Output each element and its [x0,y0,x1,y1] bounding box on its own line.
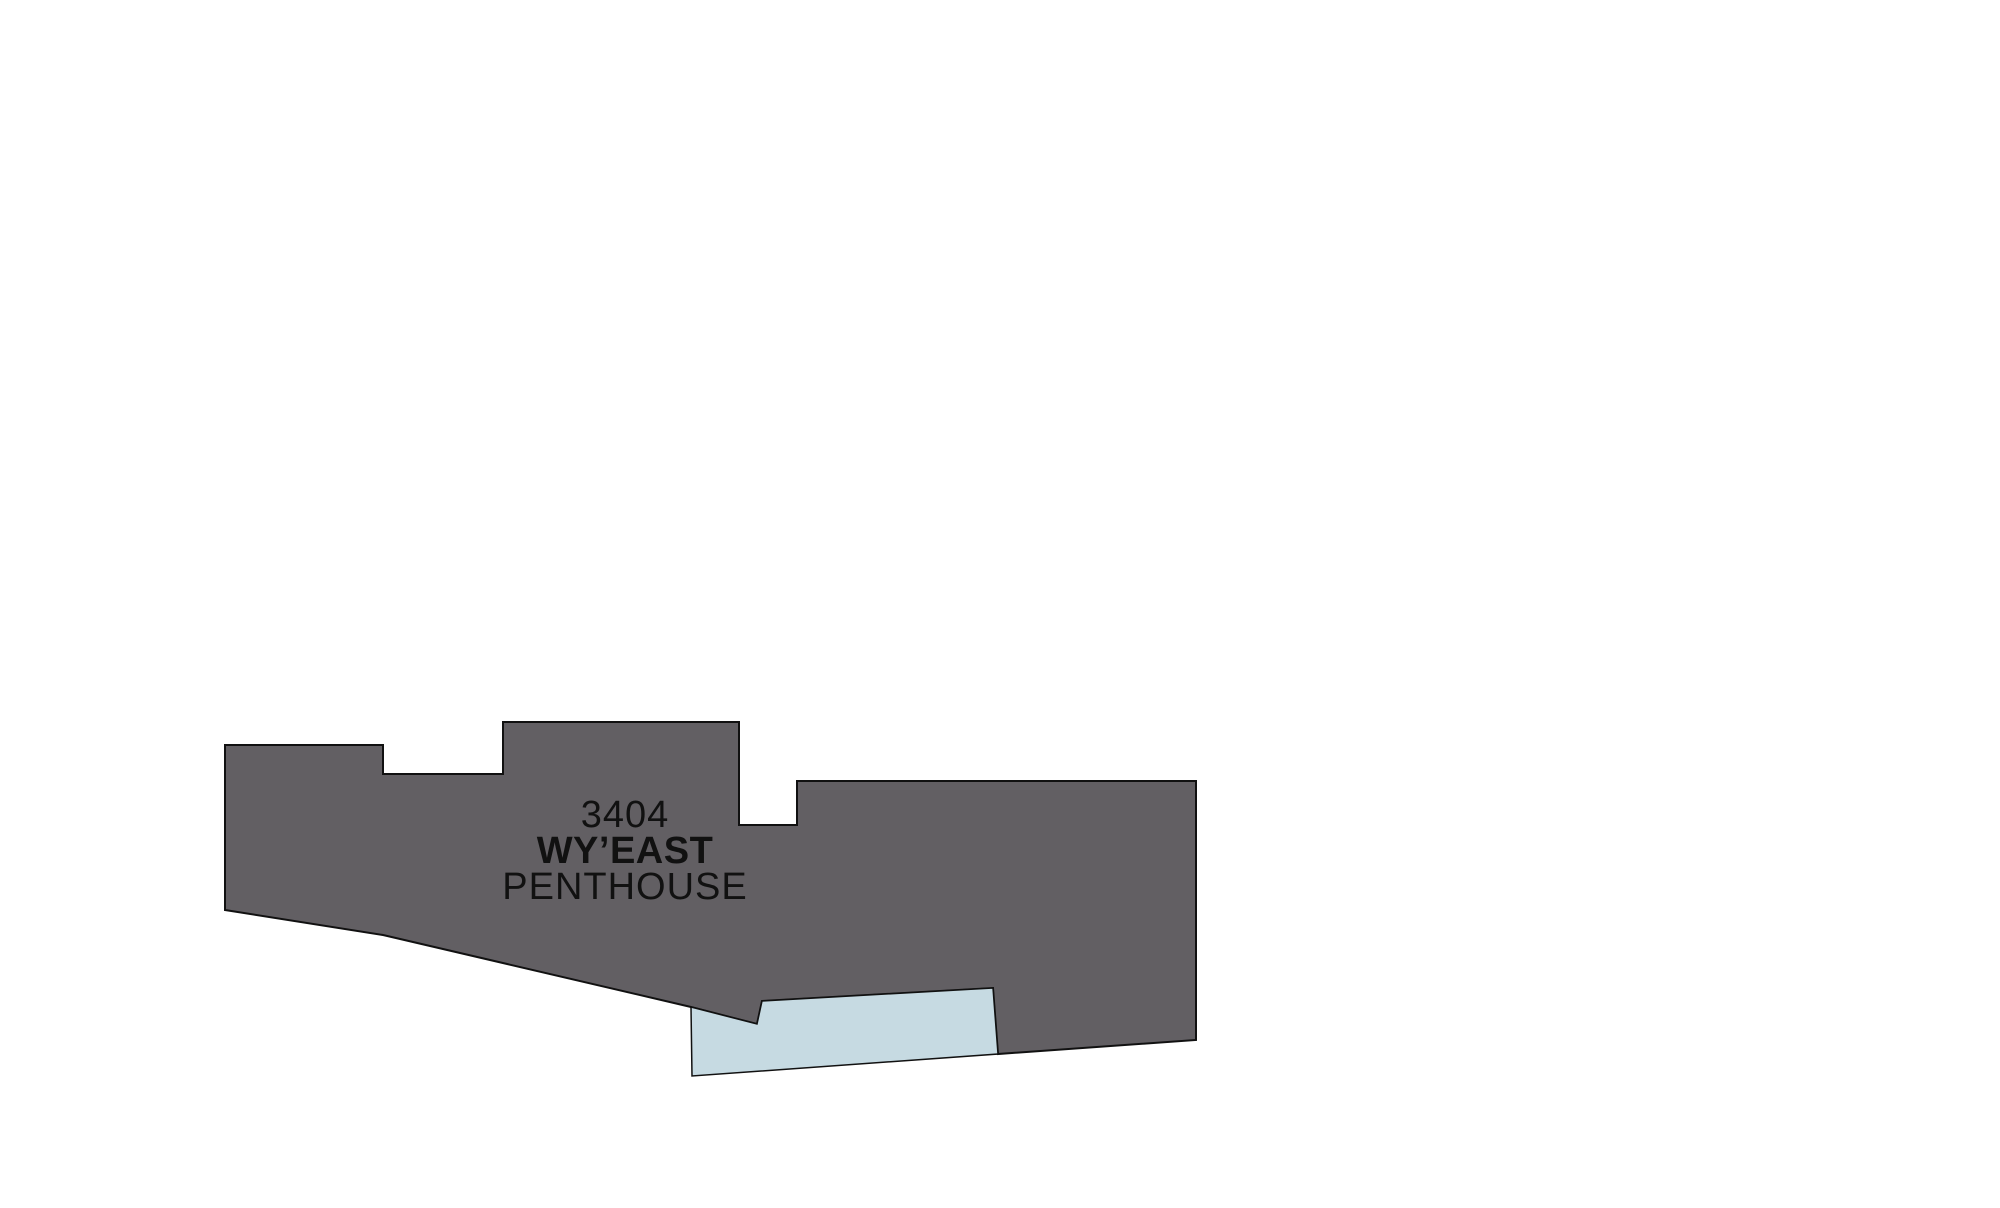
unit-footprint[interactable] [224,721,1197,1056]
terrace[interactable] [690,987,999,1077]
